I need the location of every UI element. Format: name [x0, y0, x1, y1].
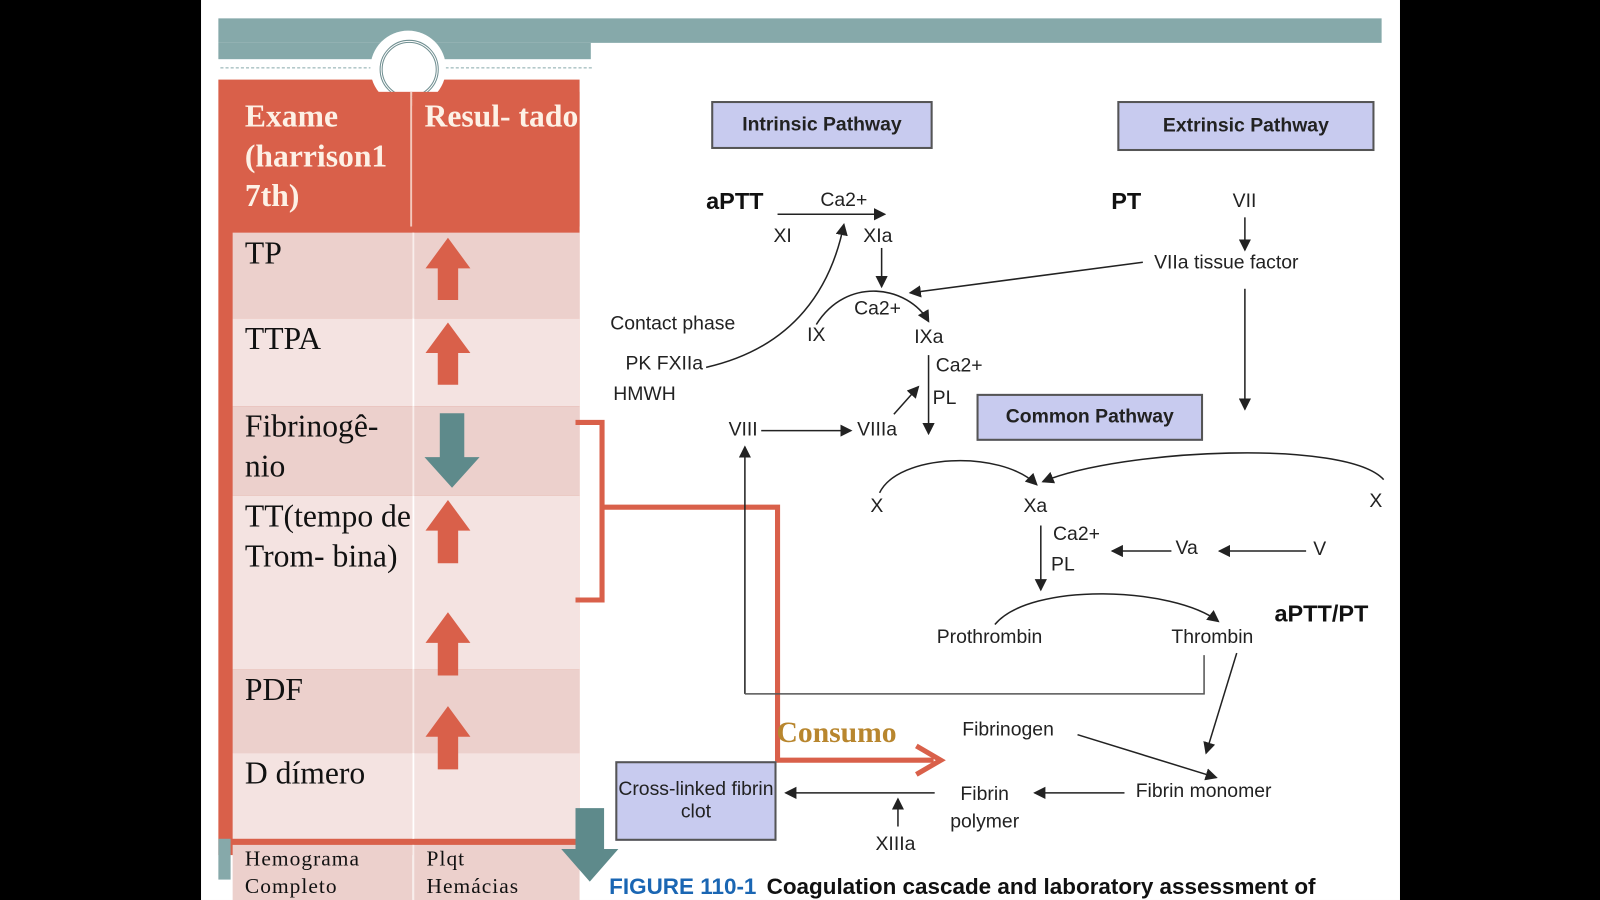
- intrinsic-pathway-box: Intrinsic Pathway: [711, 101, 933, 149]
- ca-label: Ca2+: [935, 355, 983, 377]
- ca-label: Ca2+: [820, 189, 868, 212]
- consumo-label: Consumo: [776, 716, 897, 749]
- fibrin-monomer-label: Fibrin monomer: [1135, 780, 1272, 803]
- consumo-arrow-head: [915, 743, 946, 777]
- xiiia-label: XIIIa: [875, 833, 916, 856]
- aptt-label: aPTT: [706, 187, 764, 215]
- ca-label: Ca2+: [854, 297, 901, 320]
- common-pathway-box: Common Pathway: [976, 393, 1204, 441]
- exam-pdf: PDF: [232, 669, 413, 754]
- exam-fibrinogenio: Fibrinogê- nio: [232, 406, 413, 496]
- header-exam: Exame (harrison1 7th): [232, 91, 413, 227]
- up-arrow-icon: [425, 612, 471, 676]
- pl-label: PL: [1051, 554, 1075, 576]
- figure-caption: FIGURE 110-1 Coagulation cascade and labo…: [609, 873, 1315, 900]
- pl-label: PL: [932, 387, 957, 410]
- ixa-label: IXa: [914, 326, 944, 348]
- thrombin-label: Thrombin: [1171, 626, 1254, 648]
- hmwh-label: HMWH: [613, 383, 676, 406]
- up-arrow-icon: [425, 499, 471, 564]
- aptt-pt-label: aPTT/PT: [1274, 599, 1369, 627]
- fibrin-polymer-label: Fibrin polymer: [950, 783, 1020, 833]
- ix-label: IX: [807, 324, 826, 346]
- exam-tp: TP: [232, 232, 413, 319]
- figure-number: FIGURE 110-1: [609, 873, 757, 899]
- viia-tf-label: VIIa tissue factor: [1154, 252, 1299, 274]
- contact-phase-label: Contact phase: [610, 313, 736, 335]
- viii-label: VIII: [728, 419, 758, 441]
- header-result: Resul- tado: [412, 91, 580, 227]
- down-arrow-icon: [561, 808, 619, 882]
- prothrombin-label: Prothrombin: [936, 626, 1043, 648]
- teal-strip: [218, 838, 231, 880]
- xia-label: XIa: [863, 225, 893, 247]
- xi-label: XI: [773, 225, 792, 247]
- pk-fxiia-label: PK FXIIa: [625, 353, 704, 375]
- extrinsic-pathway-box: Extrinsic Pathway: [1117, 101, 1375, 152]
- up-arrow-icon: [425, 322, 471, 385]
- result-plqt-hemacias: Plqt Hemácias: [426, 845, 520, 898]
- va-label: Va: [1175, 537, 1198, 560]
- x-label: X: [1369, 490, 1383, 513]
- cross-linked-clot-box: Cross-linked fibrin clot: [615, 761, 777, 841]
- figure-caption-text: Coagulation cascade and laboratory asses…: [766, 873, 1316, 899]
- ca-label: Ca2+: [1053, 523, 1100, 545]
- exam-ttpa: TTPA: [232, 318, 413, 407]
- v-label: V: [1313, 538, 1327, 561]
- viiia-label: VIIIa: [857, 419, 898, 441]
- exam-hemograma: Hemograma Completo: [232, 844, 413, 900]
- exam-d-dimero: D dímero: [232, 753, 413, 839]
- bracket: [575, 419, 605, 603]
- consumo-arrow: [602, 504, 934, 763]
- exam-tt: TT(tempo de Trom- bina): [232, 495, 413, 670]
- result-cell: Plqt Hemácias: [412, 844, 580, 900]
- xa-label: Xa: [1023, 495, 1048, 518]
- up-arrow-icon: [425, 237, 471, 300]
- pt-label: PT: [1111, 187, 1142, 215]
- up-arrow-icon: [425, 706, 471, 770]
- x-label: X: [870, 495, 884, 518]
- vii-label: VII: [1232, 190, 1257, 213]
- fibrinogen-label: Fibrinogen: [962, 719, 1054, 741]
- down-arrow-icon: [424, 413, 480, 488]
